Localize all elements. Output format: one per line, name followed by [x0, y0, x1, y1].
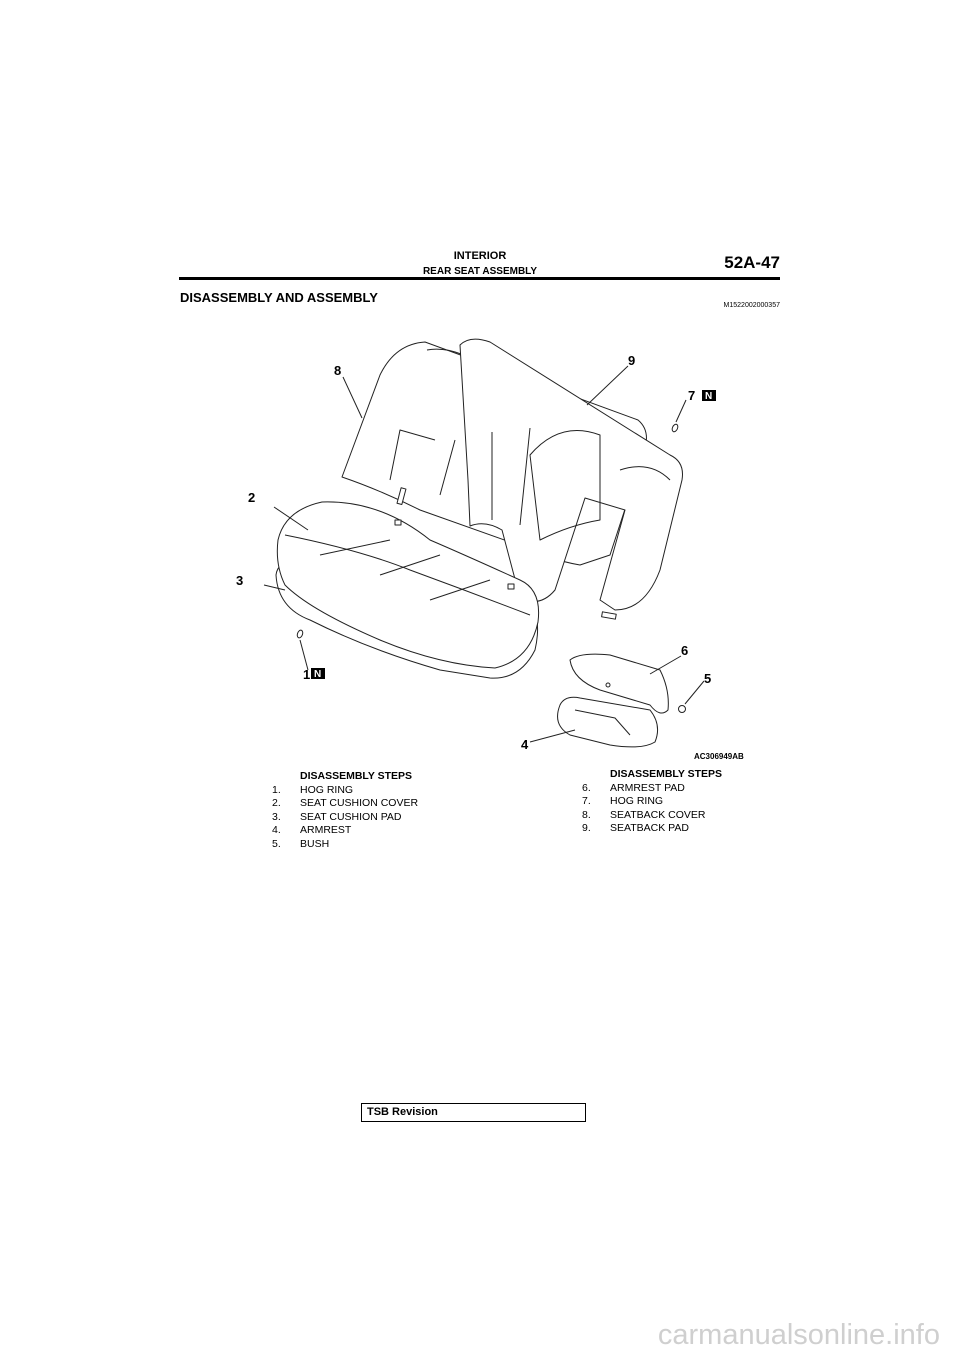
armrest-pad-illustration — [569, 653, 669, 714]
seatback-pad-illustration — [459, 338, 683, 620]
document-code: M1522002000357 — [723, 302, 780, 309]
callout-6: 6 — [681, 643, 688, 658]
rear-seat-exploded-diagram: 8 9 7 2 3 1 6 5 4 N N — [236, 338, 716, 752]
tsb-revision-box: TSB Revision — [361, 1103, 586, 1122]
disassembly-steps-left: DISASSEMBLY STEPS 1.HOG RING 2.SEAT CUSH… — [272, 770, 418, 852]
callout-5: 5 — [704, 671, 711, 686]
step-item: 1.HOG RING — [272, 783, 354, 796]
header-section: INTERIOR — [453, 250, 507, 262]
page-number: 52A-47 — [724, 253, 780, 272]
armrest-illustration — [557, 696, 659, 748]
seat-cushion-cover-illustration — [276, 501, 540, 669]
header-rule — [179, 277, 780, 280]
callout-9: 9 — [628, 353, 635, 368]
new-part-mark-7: N — [702, 390, 716, 402]
step-item: 4.ARMREST — [272, 824, 352, 837]
step-item: 6.ARMREST PAD — [582, 781, 685, 794]
step-item: 8.SEATBACK COVER — [582, 808, 706, 821]
watermark: carmanualsonline.info — [657, 1319, 940, 1351]
step-item: 7.HOG RING — [582, 795, 664, 808]
svg-text:N: N — [314, 669, 321, 680]
hog-ring-7-illustration — [671, 423, 679, 433]
step-item: 3.SEAT CUSHION PAD — [272, 810, 402, 823]
disassembly-steps-right: DISASSEMBLY STEPS 6.ARMREST PAD 7.HOG RI… — [582, 768, 722, 836]
step-item: 2.SEAT CUSHION COVER — [272, 797, 419, 810]
callout-2: 2 — [248, 490, 255, 505]
steps-heading: DISASSEMBLY STEPS — [610, 768, 723, 780]
callout-1: 1 — [303, 667, 310, 682]
tsb-revision-label: TSB Revision — [367, 1106, 438, 1118]
new-part-mark-1: N — [311, 668, 325, 680]
header-subsection: REAR SEAT ASSEMBLY — [422, 266, 538, 277]
page-title: DISASSEMBLY AND ASSEMBLY — [180, 290, 378, 305]
hog-ring-1-illustration — [296, 629, 304, 639]
svg-text:N: N — [705, 391, 712, 402]
step-item: 5.BUSH — [272, 837, 330, 850]
callout-7: 7 — [688, 388, 695, 403]
steps-heading: DISASSEMBLY STEPS — [300, 770, 413, 782]
figure-code: AC306949AB — [694, 752, 744, 761]
bush-illustration — [678, 705, 686, 713]
callout-8: 8 — [334, 363, 341, 378]
callout-4: 4 — [521, 737, 529, 752]
step-item: 9.SEATBACK PAD — [582, 822, 689, 835]
callout-3: 3 — [236, 573, 243, 588]
